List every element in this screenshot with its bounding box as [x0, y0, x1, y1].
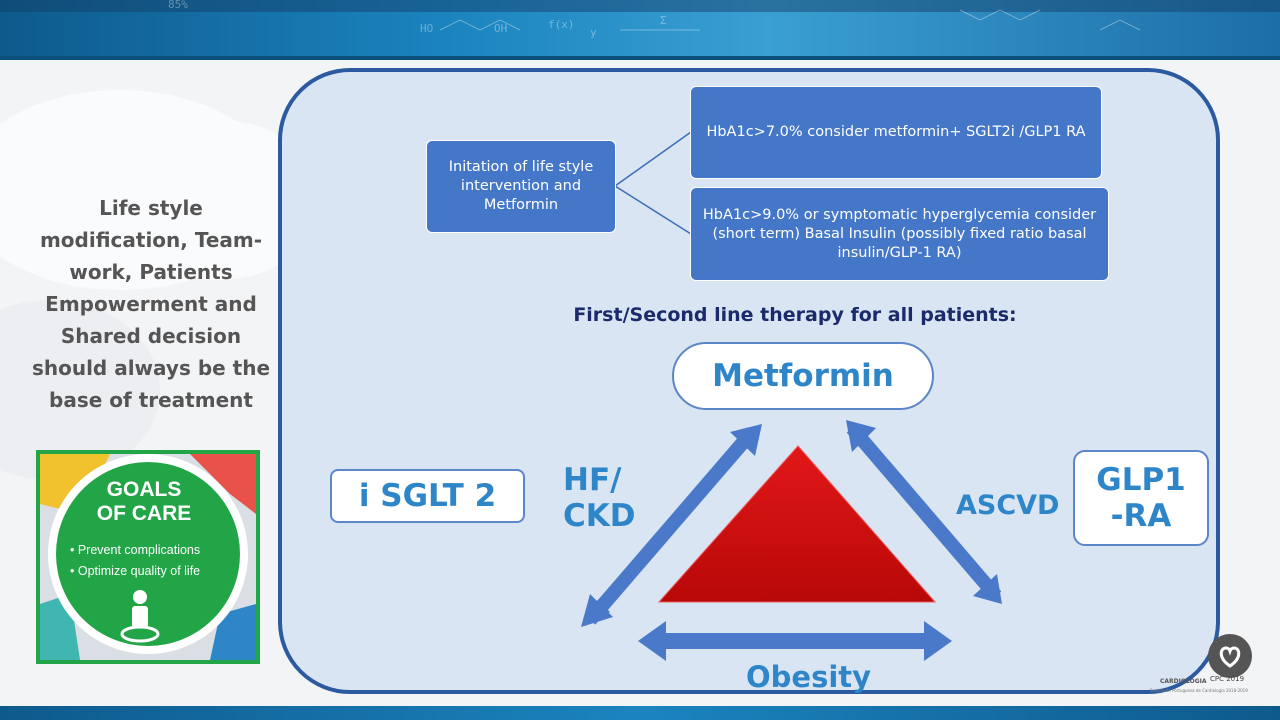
- obesity-label: Obesity: [746, 660, 872, 694]
- cpc-heart-logo: [1208, 634, 1252, 678]
- statement-line: work, Patients: [69, 260, 233, 284]
- banner-molecule-graphic: [439, 9, 1141, 31]
- header-banner: HO OH f(x) y Σ 85%: [0, 0, 1280, 60]
- goals-graphic: [40, 454, 256, 660]
- goals-bullet: • Prevent complications: [70, 543, 201, 557]
- cpc-logo-text: CPC 2019: [1210, 675, 1245, 683]
- banner-decoration: OH: [494, 22, 508, 35]
- goals-bullet: • Optimize quality of life: [70, 564, 201, 578]
- glp1-ra-label: GLP1 -RA: [1073, 450, 1209, 546]
- banner-decoration: 85%: [168, 0, 188, 11]
- footer-logo-subtext: Sociedade Portuguesa de Cardiologia 2018…: [1150, 688, 1248, 693]
- statement-line: should always be the: [31, 356, 271, 380]
- statement-line: base of treatment: [49, 388, 253, 412]
- banner-decoration: HO: [420, 22, 434, 35]
- footer-banner: [0, 706, 1280, 720]
- statement-line: Life style: [99, 196, 203, 220]
- ascvd-label: ASCVD: [956, 490, 1060, 521]
- initiation-box: Initation of life style intervention and…: [426, 140, 616, 233]
- statement-line: Empowerment and: [45, 292, 257, 316]
- goals-title: OF CARE: [96, 502, 192, 525]
- lifestyle-statement: Life style modification, Team- work, Pat…: [30, 192, 272, 416]
- person-on-target-icon: [124, 590, 160, 638]
- hf-ckd-label: HF/ CKD: [563, 462, 636, 534]
- statement-line: Shared decision: [60, 324, 242, 348]
- banner-decoration: Σ: [660, 14, 667, 27]
- glp1-line: GLP1: [1096, 462, 1186, 498]
- banner-decoration: y: [590, 26, 597, 39]
- goals-of-care-image: GOALS OF CARE • Prevent complications • …: [36, 450, 260, 664]
- footer-logo-text: CARDIOLOGIA: [1160, 678, 1207, 685]
- statement-line: modification, Team-: [39, 228, 263, 252]
- banner-strip: [0, 0, 1280, 12]
- hf-line: HF/: [563, 462, 622, 498]
- heart-icon: [1219, 646, 1241, 668]
- hf-line: CKD: [563, 498, 636, 534]
- banner-decoration: f(x): [548, 18, 575, 31]
- metformin-label: Metformin: [672, 342, 934, 410]
- hba1c-7-box: HbA1c>7.0% consider metformin+ SGLT2i /G…: [690, 86, 1102, 179]
- sglt2-label: i SGLT 2: [330, 469, 525, 523]
- therapy-subtitle: First/Second line therapy for all patien…: [573, 304, 1017, 326]
- hba1c-9-box: HbA1c>9.0% or symptomatic hyperglycemia …: [690, 187, 1109, 281]
- glp1-line: -RA: [1110, 498, 1172, 534]
- goals-title: GOALS: [106, 478, 182, 501]
